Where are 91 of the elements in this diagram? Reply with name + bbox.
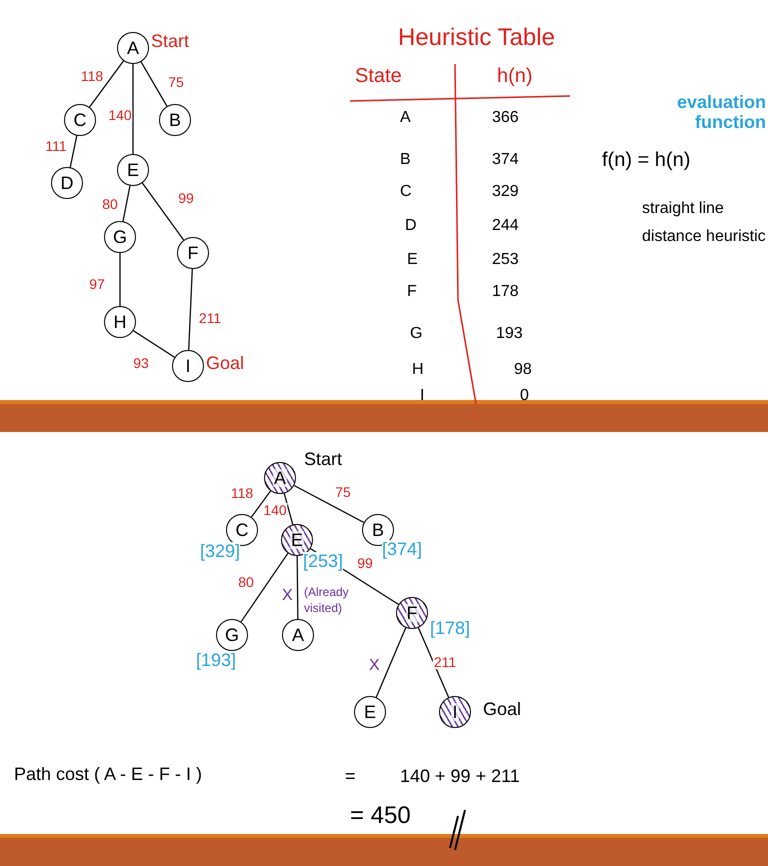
edge-line: [142, 182, 184, 240]
table-cell-text: 98: [514, 360, 532, 380]
table-heading: State: [355, 64, 402, 89]
edge-label: 111: [44, 139, 68, 153]
equation-text: Path cost ( A - E - F - I ): [14, 763, 202, 786]
table-cell-text: B: [400, 150, 411, 170]
edge-line: [132, 64, 134, 154]
divider-bar: [0, 400, 768, 432]
node-letter: A: [292, 626, 304, 644]
node-annotation: Goal: [206, 354, 244, 372]
edge-label: 140: [107, 108, 133, 122]
table-cell-text: E: [407, 250, 418, 270]
table-cell-text: A: [400, 108, 411, 128]
edge-label: 118: [80, 69, 104, 83]
node-letter: G: [224, 626, 239, 644]
edge-label: 80: [101, 197, 119, 211]
table-heading: Heuristic Table: [398, 23, 555, 53]
node-letter: A: [272, 469, 287, 487]
node-letter: A: [126, 39, 139, 57]
edge-label: 93: [132, 356, 150, 370]
table-cell-text: I: [420, 386, 424, 406]
table-cell-text: 0: [520, 386, 529, 406]
node-annotation: [178]: [430, 619, 470, 637]
table-cell-text: G: [410, 324, 422, 344]
edge-line: [296, 556, 298, 619]
note-text: evaluation function: [676, 92, 766, 132]
edge-label: 211: [198, 311, 222, 325]
node-annotation: [374]: [382, 540, 422, 558]
equation-text: 140 + 99 + 211: [400, 765, 520, 788]
edge-label: 118: [230, 486, 254, 500]
table-cell-text: 366: [492, 108, 519, 128]
edge-label: 75: [334, 485, 352, 499]
note-text: f(n) = h(n): [602, 148, 690, 173]
edge-label: 97: [88, 277, 106, 291]
node-letter: C: [236, 521, 248, 539]
node-letter: E: [126, 161, 139, 179]
edge-line: [89, 60, 124, 108]
node-annotation: [329]: [200, 542, 240, 560]
table-cell-text: D: [405, 216, 417, 236]
node-letter: F: [188, 244, 198, 262]
node-annotation: Goal: [483, 700, 522, 718]
node-annotation: [253]: [303, 552, 344, 570]
edge-label: 80: [237, 575, 255, 589]
node-letter: H: [114, 313, 126, 331]
table-cell-text: H: [412, 360, 424, 380]
divider-bar: [0, 834, 768, 866]
edge-line: [119, 253, 121, 306]
edge-line: [294, 484, 364, 524]
node-letter: E: [290, 531, 304, 549]
edge-line: [122, 186, 131, 222]
edge-line: [284, 493, 294, 525]
node-letter: B: [372, 521, 384, 539]
edge-line: [70, 136, 78, 168]
node-letter: B: [168, 111, 181, 129]
edge-label: 211: [432, 655, 458, 669]
node-letter: C: [74, 111, 86, 129]
annotation-text: X: [369, 656, 380, 676]
table-cell-text: C: [400, 182, 412, 202]
node-letter: D: [60, 174, 74, 192]
node-letter: E: [364, 703, 376, 721]
table-cell-text: F: [407, 282, 417, 302]
node-annotation: Start: [304, 450, 342, 468]
note-text: straight line distance heuristic: [642, 199, 766, 247]
table-cell-text: 244: [492, 216, 519, 236]
node-annotation: Start: [151, 32, 190, 50]
table-heading: h(n): [497, 64, 533, 89]
edge-label: 75: [167, 75, 185, 89]
annotation-text: X: [282, 586, 293, 606]
edge-label: 140: [262, 503, 288, 517]
table-cell-text: 178: [492, 282, 519, 302]
node-letter: F: [406, 604, 418, 622]
equation-text: = 450: [350, 801, 411, 831]
table-cell-text: 329: [492, 182, 519, 202]
table-cell-text: 253: [492, 250, 519, 270]
annotation-text: (Already visited): [304, 584, 350, 616]
table-cell-text: 193: [496, 324, 523, 344]
node-letter: I: [185, 357, 190, 375]
equation-text: =: [345, 765, 356, 788]
edge-line: [188, 268, 193, 350]
edge-line: [376, 628, 406, 698]
edge-label: 99: [177, 191, 195, 205]
edge-line: [250, 490, 272, 518]
edge-label: 99: [356, 556, 374, 570]
edge-line: [140, 62, 168, 106]
node-annotation: [193]: [196, 651, 236, 669]
node-letter: G: [112, 228, 127, 246]
edge-line: [418, 627, 450, 698]
node-letter: I: [451, 703, 458, 721]
edge-line: [133, 330, 175, 358]
edge-line: [240, 552, 288, 622]
table-cell-text: 374: [492, 150, 519, 170]
